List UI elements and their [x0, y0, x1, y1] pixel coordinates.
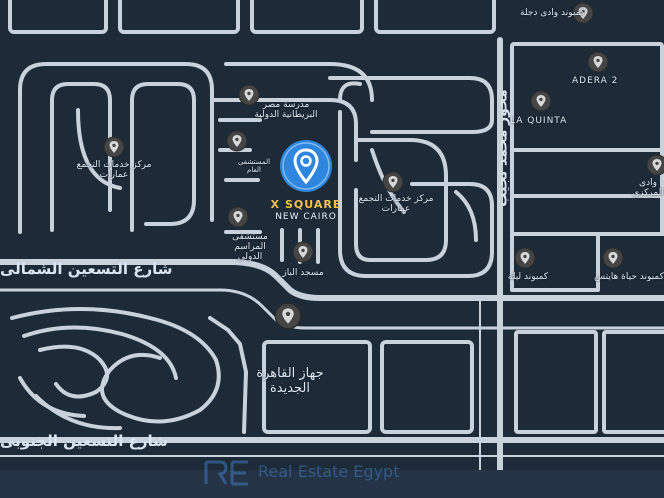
poi-label: مدرسة مصر البريطانية الدولية [254, 100, 318, 120]
street-label-north-90: شارع التسعين الشمالى [0, 260, 173, 278]
poi-label: كمبوند حياة هايتس [594, 272, 664, 282]
poi-pin-icon[interactable] [646, 154, 664, 176]
street-label-south-90: شارع التسعين الجنوبى [0, 432, 168, 450]
poi-label: كمبوند وادى دجلة [520, 8, 586, 18]
watermark-logo-icon [204, 460, 248, 486]
poi-pin-icon[interactable] [382, 171, 404, 193]
poi-label: المستشفى العام [237, 158, 271, 174]
watermark: Real Estate Egypt [204, 458, 474, 488]
poi-pin-icon[interactable] [530, 90, 552, 112]
poi-label: LA QUINTA [510, 116, 568, 126]
poi-pin-icon[interactable] [292, 241, 314, 263]
poi-pin-icon[interactable] [587, 51, 609, 73]
poi-pin-icon[interactable] [602, 247, 624, 269]
poi-label: وادى المركزى [632, 178, 664, 198]
poi-label: ADERA 2 [572, 76, 619, 86]
poi-pin-icon[interactable] [572, 2, 594, 24]
watermark-text: Real Estate Egypt [258, 462, 400, 481]
location-pin-icon[interactable] [276, 138, 336, 198]
poi-pin-icon[interactable] [226, 130, 248, 152]
poi-label: جهاز القاهرة الجديدة [256, 366, 324, 396]
street-label-mohamed-naguib: محور محمد نجيب [494, 89, 511, 207]
poi-label: كمبوند ليلة [507, 272, 549, 282]
poi-label: مستشفى المراسم الدولى [232, 232, 268, 262]
poi-label: مسجد الباز [282, 268, 324, 278]
poi-pin-icon[interactable] [514, 247, 536, 269]
poi-pin-icon[interactable] [103, 136, 125, 158]
poi-label: مركز خدمات التجمع عمارات [76, 160, 152, 180]
poi-pin-icon[interactable] [238, 84, 260, 106]
poi-label: مركز خدمات التجمع عمارات [358, 194, 434, 214]
main-marker-title: X SQUARE [270, 198, 342, 211]
main-marker-subtitle: NEW CAIRO [275, 212, 337, 222]
poi-pin-icon[interactable] [274, 302, 302, 330]
poi-pin-icon[interactable] [227, 206, 249, 228]
